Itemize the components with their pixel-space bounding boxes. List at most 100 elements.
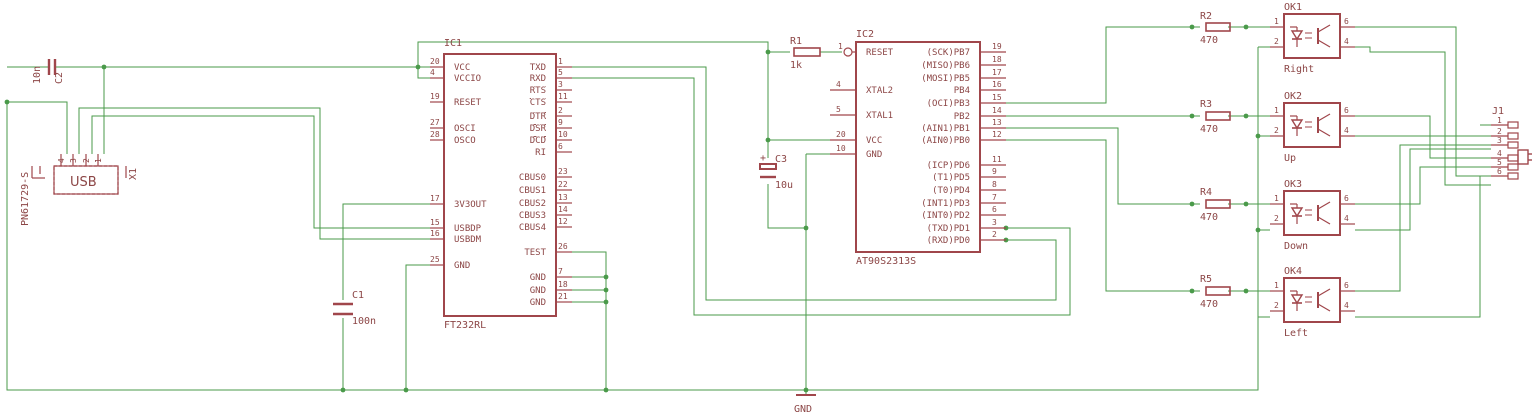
capacitor-c1 — [333, 302, 353, 316]
opto-pin-number: 2 — [1274, 126, 1279, 135]
opto-pin-number: 4 — [1344, 126, 1349, 135]
capacitor-c2 — [47, 59, 57, 75]
ic2-pin-label: XTAL2 — [866, 86, 893, 96]
ic2-pin-number: 1 — [838, 42, 843, 51]
opto-pin-number: 1 — [1274, 17, 1279, 26]
ic1-pin-label: VCCIO — [454, 74, 481, 84]
ic1-pin-label: CBUS2 — [519, 199, 546, 209]
ic2-pin-label: (AIN1)PB1 — [921, 124, 970, 134]
r4-value: 470 — [1200, 212, 1218, 223]
opto-pin-number: 2 — [1274, 301, 1279, 310]
ic2-pin-number: 10 — [836, 144, 846, 153]
ic2-pin-label: (OCI)PB3 — [927, 99, 970, 109]
ic1-pin-number: 13 — [558, 193, 568, 202]
ic2-pin-number: 16 — [992, 80, 1002, 89]
optocouplers: 1264OK1Right1264OK2Up1264OK3Down1264OK4L… — [1270, 2, 1355, 339]
c3-name: C3 — [775, 154, 787, 165]
ic1-pin-number: 21 — [558, 292, 568, 301]
opto-label: Up — [1284, 153, 1296, 164]
ic1-pin-number: 12 — [558, 217, 568, 226]
usb-connector-x1: USB X1 PN61729-S 4 3 2 1 — [20, 154, 139, 226]
j1-name: J1 — [1492, 106, 1504, 117]
resistor-r4: R4 470 — [1200, 187, 1231, 223]
ic2-pin-number: 2 — [992, 230, 997, 239]
ic2-pin-label: (RXD)PD0 — [927, 236, 970, 246]
r3-name: R3 — [1200, 99, 1212, 110]
ic2-pin-label: (INT1)PD3 — [921, 199, 970, 209]
ic2-right-pins: 19(SCK)PB718(MISO)PB617(MOSI)PB516PB415(… — [921, 42, 1006, 246]
gnd-label: GND — [794, 404, 812, 415]
ic1-pin-number: 11 — [558, 92, 568, 101]
wires — [6, 26, 1491, 395]
ic2-value: AT90S2313S — [856, 256, 916, 267]
ic2-pin-label: VCC — [866, 136, 882, 146]
resistor-r2: R2 470 — [1200, 11, 1231, 46]
ic1-pin-number: 6 — [558, 142, 563, 151]
r1-name: R1 — [790, 36, 802, 47]
ic1-pin-label: GND — [530, 298, 546, 308]
ic1-pin-label: USBDP — [454, 224, 482, 234]
opto-label: Left — [1284, 328, 1308, 339]
ic1-pin-number: 9 — [558, 118, 563, 127]
opto-name: OK2 — [1284, 91, 1302, 102]
opto-label: Right — [1284, 64, 1314, 75]
ic2-pin-number: 8 — [992, 180, 997, 189]
ic2-pin-number: 17 — [992, 68, 1002, 77]
ic2-at90s2313s: IC2 AT90S2313S 1RESET4XTAL25XTAL120VCC10… — [830, 29, 1006, 267]
ic2-pin-label: (TXD)PD1 — [927, 224, 970, 234]
ic2-pin-label: (AIN0)PB0 — [921, 136, 970, 146]
ic1-pin-label: TEST — [524, 248, 546, 258]
ic1-pin-label: USBDM — [454, 235, 482, 245]
ic1-pin-label: RTS — [530, 86, 546, 96]
j1-pin-socket — [1507, 154, 1519, 162]
ic2-pin-number: 5 — [836, 105, 841, 114]
opto-pin-number: 6 — [1344, 17, 1349, 26]
ic2-name: IC2 — [856, 29, 874, 40]
ic1-pin-number: 28 — [430, 130, 440, 139]
ic1-pin-label: VCC — [454, 63, 470, 73]
r3-value: 470 — [1200, 124, 1218, 135]
c2-name: C2 — [54, 72, 65, 84]
ic1-pin-number: 22 — [558, 180, 568, 189]
ic1-pin-label: OSCO — [454, 136, 476, 146]
ic1-pin-number: 7 — [558, 267, 563, 276]
ic1-pin-label: DTR — [530, 112, 547, 122]
j1-pin-socket — [1507, 132, 1519, 140]
ic2-pin-label: (MISO)PB6 — [921, 61, 970, 71]
ic1-pin-number: 15 — [430, 218, 440, 227]
ic1-pin-number: 19 — [430, 92, 440, 101]
ic2-pin-number: 15 — [992, 93, 1002, 102]
ic2-pin-number: 9 — [992, 167, 997, 176]
ic2-pin-label: (T0)PD4 — [932, 186, 970, 196]
ground-symbol: GND — [794, 394, 816, 415]
capacitor-c3 — [759, 163, 777, 179]
c3-plus: + — [760, 153, 766, 164]
ic1-pin-label: CBUS4 — [519, 223, 546, 233]
ic1-pin-number: 27 — [430, 118, 440, 127]
opto-pin-number: 2 — [1274, 37, 1279, 46]
ic1-pin-label: RESET — [454, 98, 482, 108]
ic1-pin-label: DSR — [530, 124, 547, 134]
r4-name: R4 — [1200, 187, 1212, 198]
ic2-pin-number: 20 — [836, 130, 846, 139]
resistor-r3: R3 470 — [1200, 99, 1231, 135]
c2-value: 10n — [32, 66, 43, 84]
ic1-pin-number: 26 — [558, 242, 568, 251]
ic1-name: IC1 — [444, 38, 462, 49]
j1-pin-socket — [1507, 172, 1519, 180]
opto-pin-number: 6 — [1344, 194, 1349, 203]
ic2-pin-label: XTAL1 — [866, 111, 893, 121]
ic2-pin-number: 4 — [836, 80, 841, 89]
opto-pin-number: 1 — [1274, 106, 1279, 115]
j1-pin-number: 5 — [1497, 158, 1502, 167]
ic1-pin-label: TXD — [530, 63, 546, 73]
c1-value: 100n — [352, 316, 376, 327]
c3-value: 10u — [775, 180, 793, 191]
opto-pin-number: 4 — [1344, 301, 1349, 310]
j1-pin-number: 2 — [1497, 127, 1502, 136]
